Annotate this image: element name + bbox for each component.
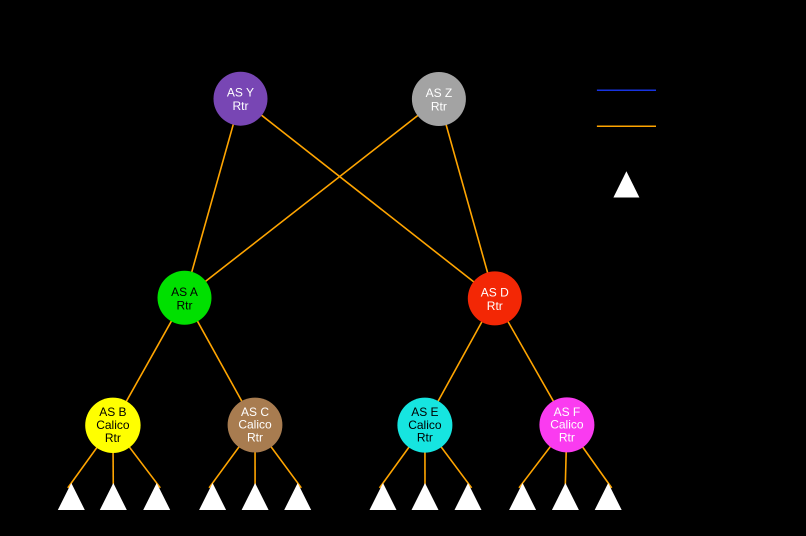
svg-text:Calico: Calico: [96, 418, 130, 432]
svg-text:Rtr: Rtr: [417, 431, 433, 445]
svg-text:AS F: AS F: [554, 405, 581, 419]
svg-text:AS E: AS E: [411, 405, 438, 419]
svg-text:Rtr: Rtr: [177, 298, 193, 312]
svg-text:Rtr: Rtr: [487, 299, 503, 313]
svg-text:AS C: AS C: [241, 405, 269, 419]
svg-text:Rtr: Rtr: [559, 431, 575, 445]
svg-text:Rtr: Rtr: [247, 431, 263, 445]
svg-text:Calico: Calico: [238, 418, 272, 432]
svg-text:Rtr: Rtr: [233, 99, 249, 113]
svg-text:AS B: AS B: [99, 405, 126, 419]
svg-text:Calico: Calico: [408, 418, 442, 432]
svg-text:Rtr: Rtr: [431, 100, 447, 114]
svg-text:Calico: Calico: [550, 418, 584, 432]
svg-text:AS D: AS D: [481, 285, 509, 299]
svg-text:AS A: AS A: [171, 285, 198, 299]
svg-text:Rtr: Rtr: [105, 431, 121, 445]
svg-text:AS Y: AS Y: [227, 86, 254, 100]
svg-text:AS Z: AS Z: [426, 86, 453, 100]
